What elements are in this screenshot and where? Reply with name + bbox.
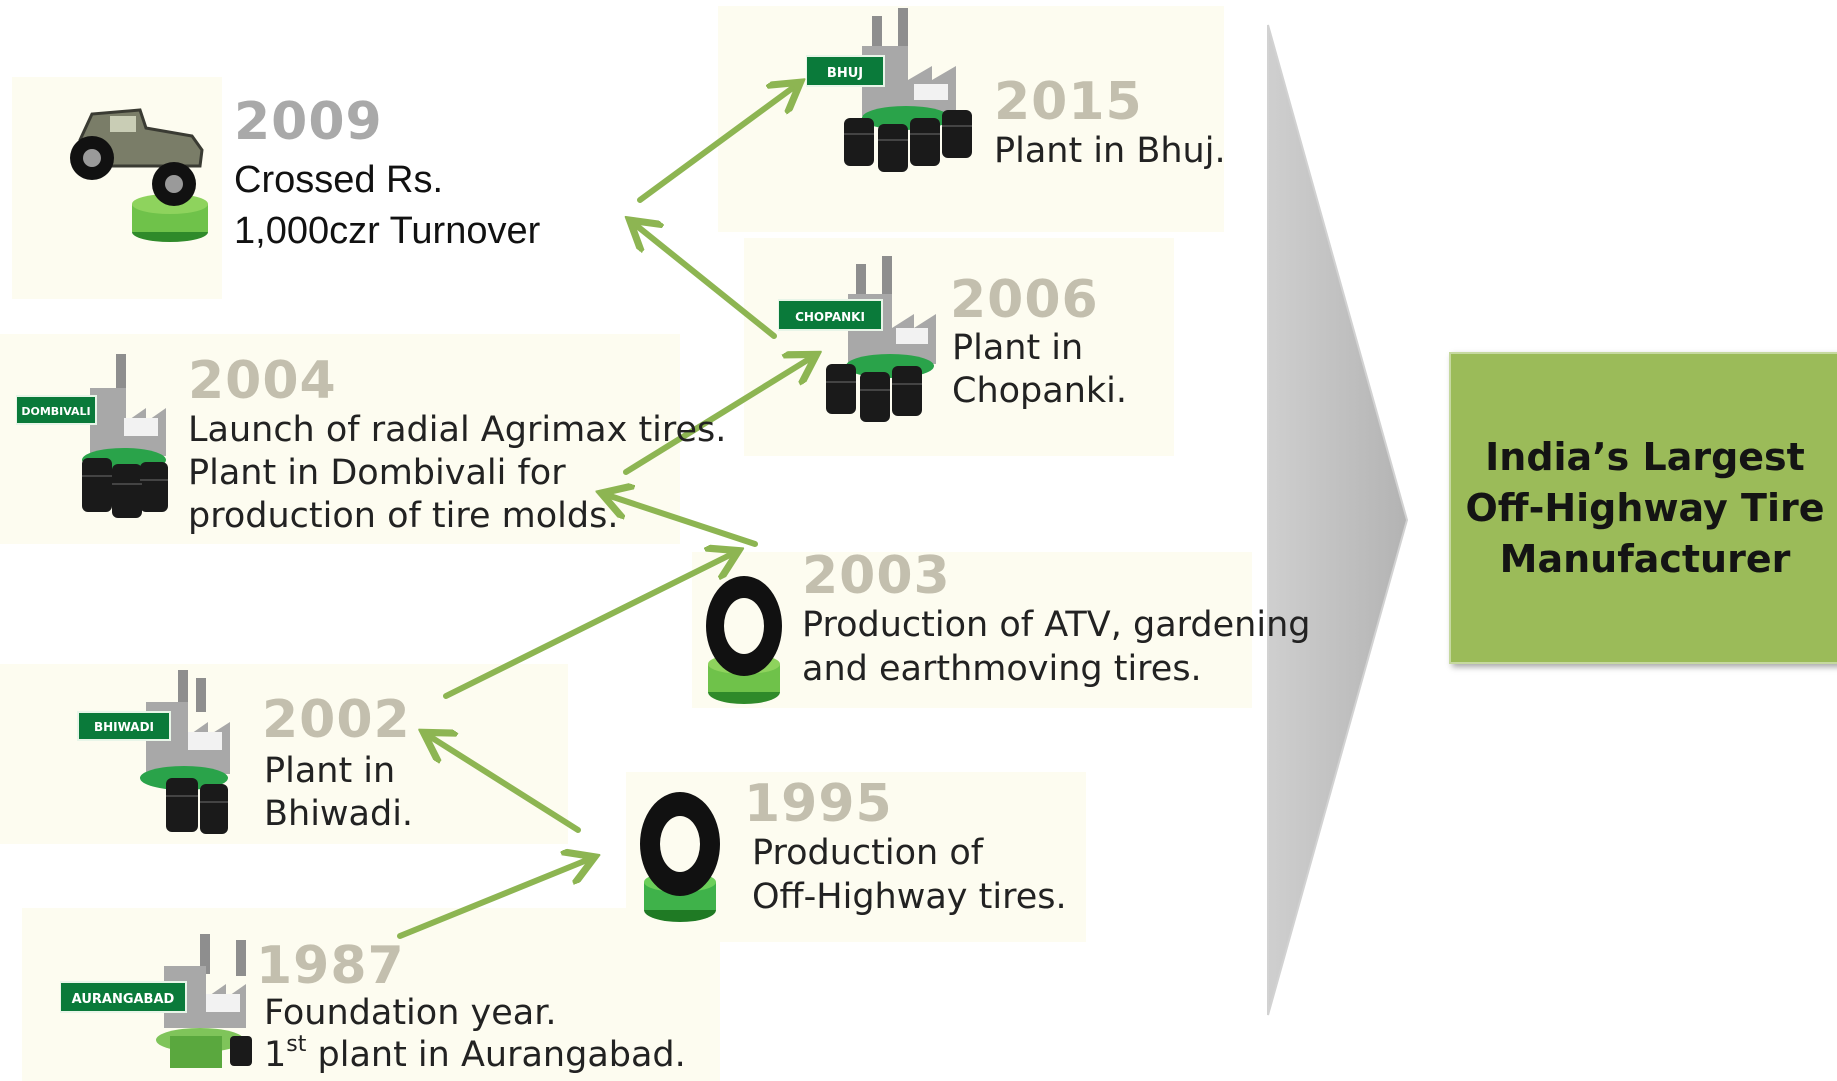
desc-2002-line2: Bhiwadi. — [264, 794, 414, 834]
arrow-2006-to-2009 — [632, 222, 777, 339]
plant-label-bhuj: BHUJ — [827, 66, 863, 81]
factory-icon-chopanki: CHOPANKI — [778, 256, 936, 422]
panel-2002 — [0, 664, 568, 844]
factory-icon-aurangabad: AURANGABAD — [60, 934, 252, 1068]
arrow-2002-to-2003 — [443, 552, 736, 699]
plant-label-dombivali: DOMBIVALI — [21, 405, 90, 418]
factory-icon-bhiwadi: BHIWADI — [77, 670, 230, 834]
desc-2003-line1: Production of ATV, gardening — [802, 605, 1311, 645]
year-1995: 1995 — [744, 774, 893, 834]
panel-2006 — [744, 238, 1174, 456]
jeep-icon — [70, 108, 208, 242]
panel-2003 — [692, 552, 1252, 708]
desc-2006-line1: Plant in — [952, 328, 1084, 368]
desc-2004-line3: production of tire molds. — [188, 496, 619, 536]
year-2006: 2006 — [950, 270, 1099, 330]
year-1987: 1987 — [256, 936, 405, 996]
arrow-2003-to-2004 — [604, 494, 758, 547]
tire-icon-2003 — [706, 576, 782, 704]
tire-icon-1995 — [640, 792, 720, 922]
year-2003: 2003 — [802, 546, 951, 606]
desc-1987-line1: Foundation year. — [264, 993, 557, 1033]
desc-2009-line2: 1,000czr Turnover — [234, 210, 541, 252]
arrow-2009-to-2015 — [637, 84, 798, 203]
desc-1987-line2: 1st plant in Aurangabad. — [264, 1032, 686, 1076]
desc-2004-line1: Launch of radial Agrimax tires. — [188, 410, 727, 450]
arrow-2004-to-2006 — [623, 356, 814, 475]
plant-label-chopanki: CHOPANKI — [795, 310, 865, 324]
factory-icon-dombivali: DOMBIVALI — [16, 354, 168, 518]
arrow-1987-to-1995 — [397, 858, 592, 939]
year-2004: 2004 — [188, 351, 337, 411]
desc-1995-line2: Off-Highway tires. — [752, 877, 1067, 917]
plant-label-aurangabad: AURANGABAD — [72, 992, 175, 1007]
year-2009: 2009 — [234, 92, 383, 152]
plant-label-bhiwadi: BHIWADI — [94, 720, 154, 734]
desc-2003-line2: and earthmoving tires. — [802, 649, 1202, 689]
result-box: India’s Largest Off-Highway Tire Manufac… — [1449, 352, 1837, 664]
year-2015: 2015 — [994, 72, 1143, 132]
desc-2004-line2: Plant in Dombivali for — [188, 453, 566, 493]
factory-icon-bhuj: BHUJ — [806, 8, 972, 172]
desc-2009-line1: Crossed Rs. — [234, 159, 444, 201]
year-2002: 2002 — [262, 690, 411, 750]
desc-2006-line2: Chopanki. — [952, 371, 1127, 411]
desc-2002-line1: Plant in — [264, 751, 396, 791]
desc-2015-line1: Plant in Bhuj. — [994, 131, 1226, 171]
desc-1995-line1: Production of — [752, 833, 984, 873]
arrow-1995-to-2002 — [426, 734, 581, 833]
result-text: India’s Largest Off-Highway Tire Manufac… — [1465, 434, 1825, 581]
